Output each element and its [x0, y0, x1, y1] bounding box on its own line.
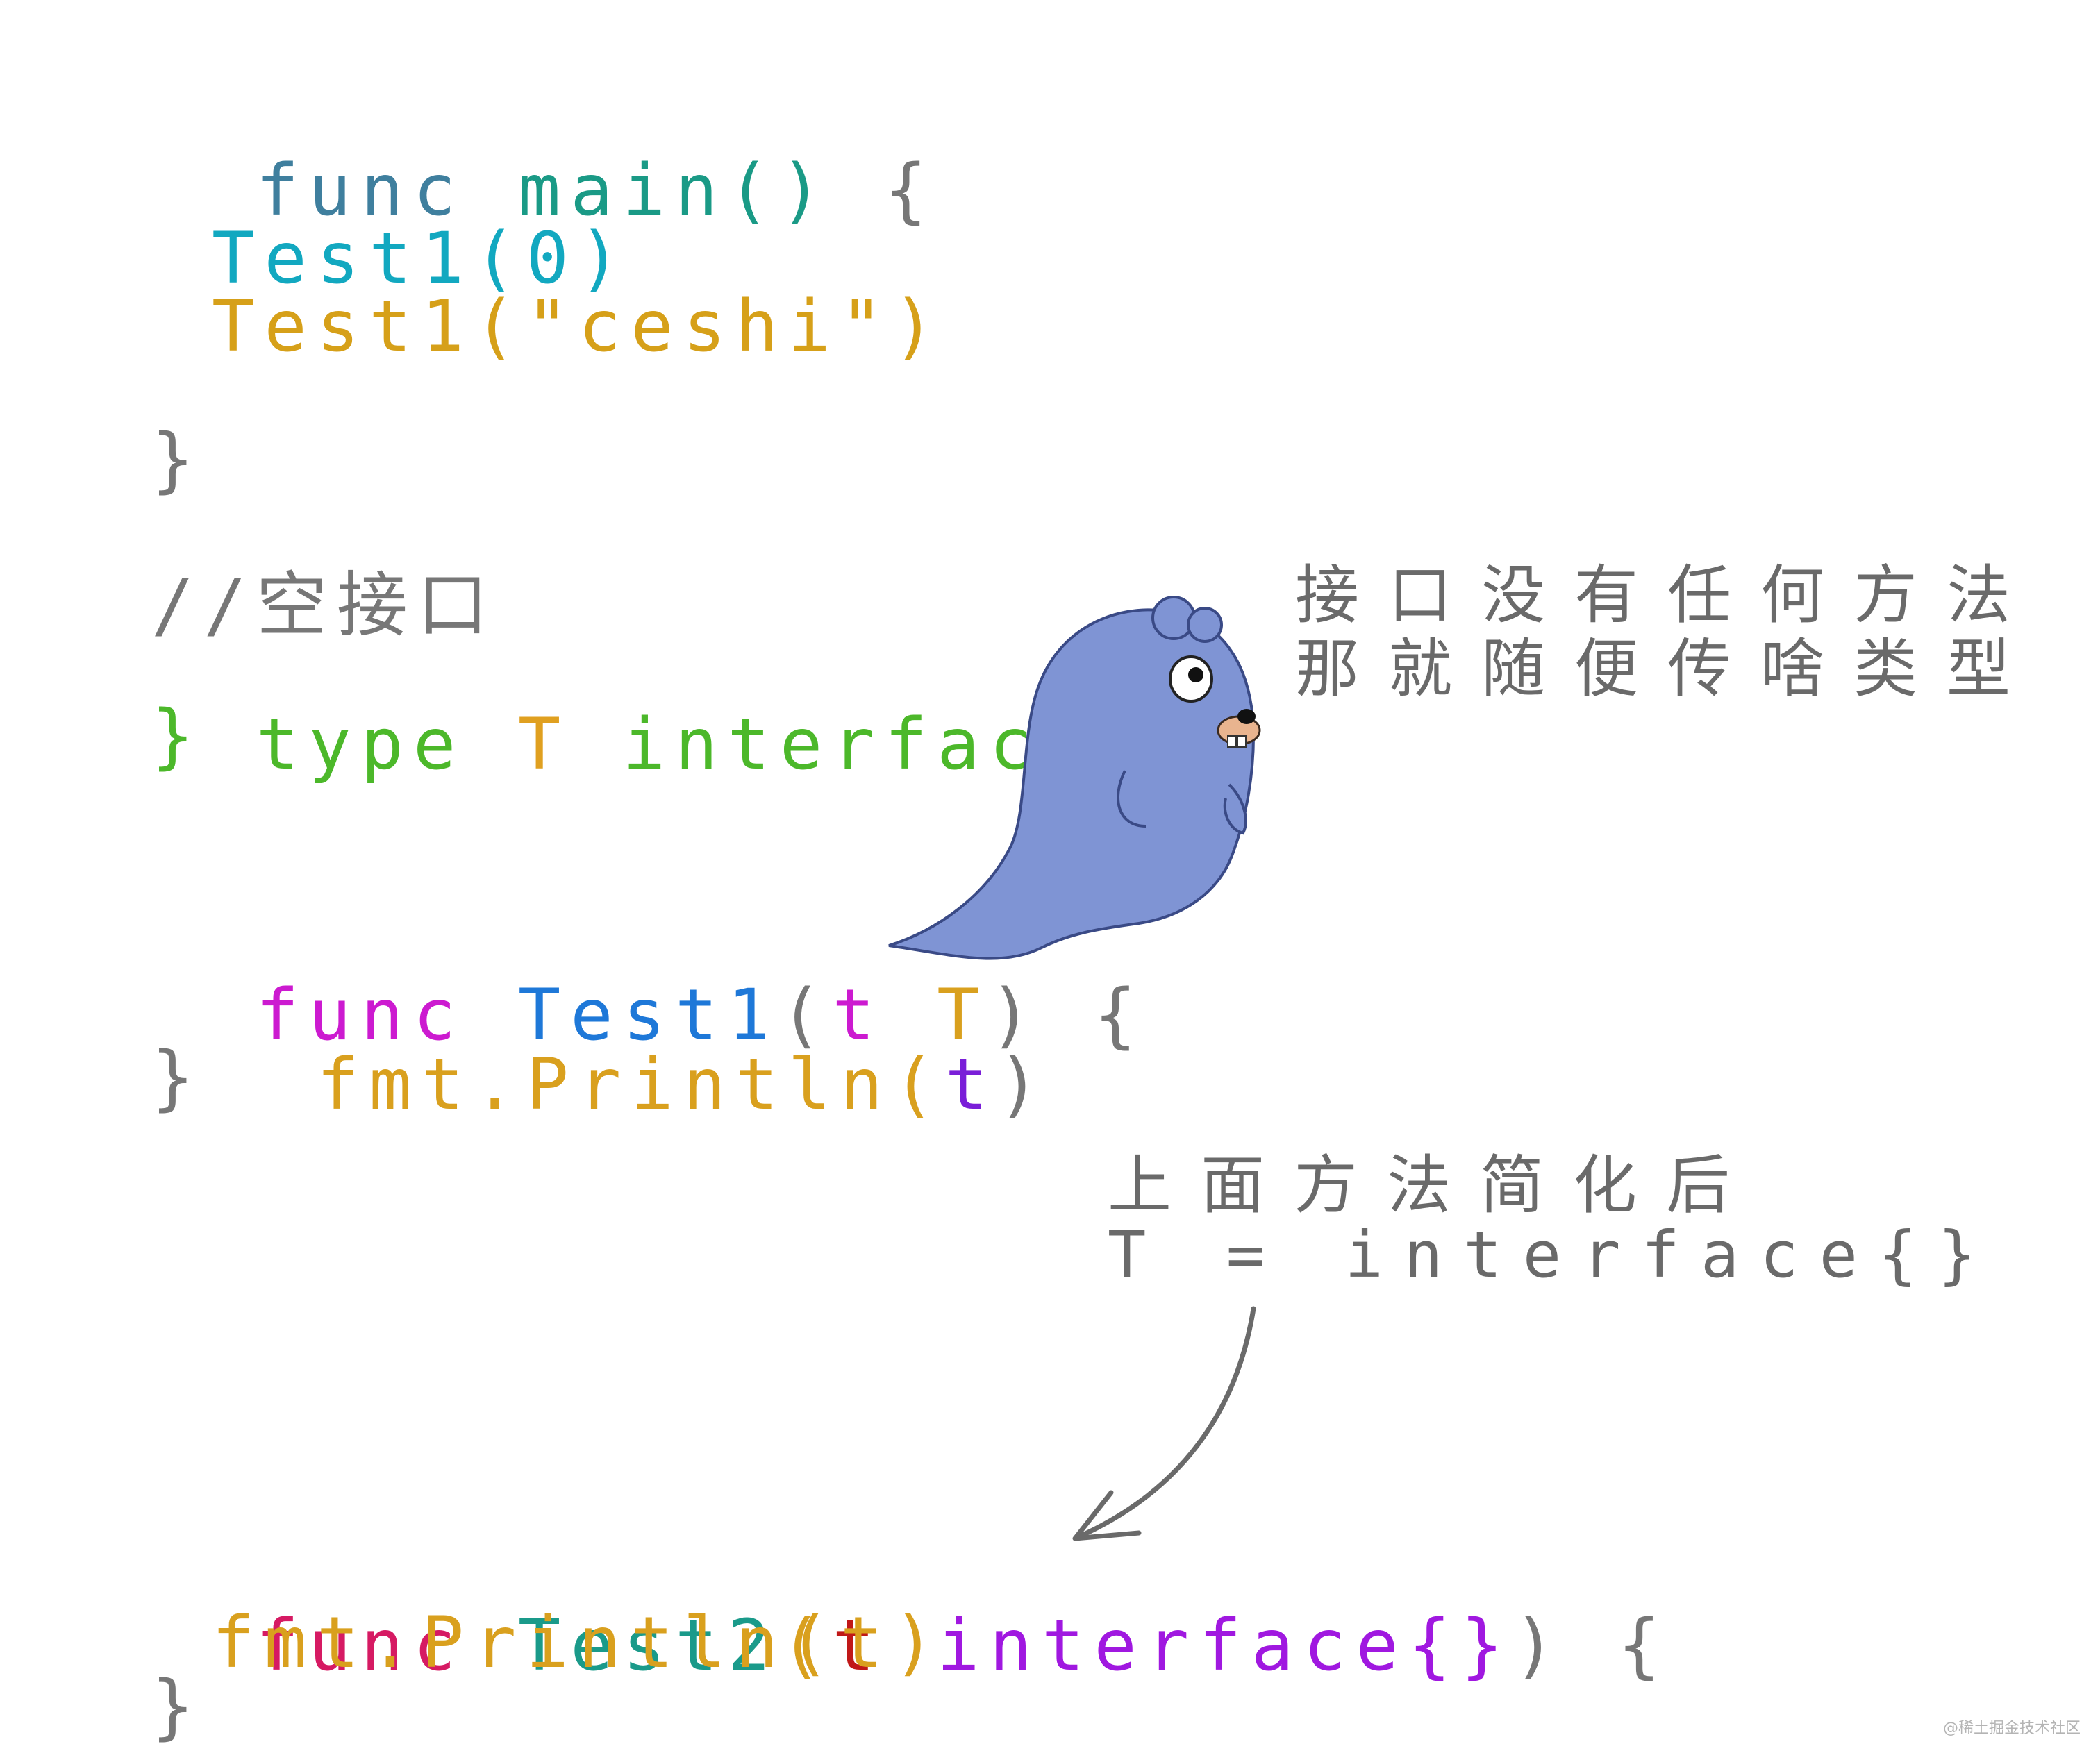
param-type: T [937, 974, 990, 1057]
keyword: func [256, 974, 518, 1057]
paren: ) [997, 1043, 1050, 1126]
main-close-brace: } [151, 419, 204, 501]
paren: ) [1512, 1604, 1618, 1687]
test2-close-brace: } [151, 1666, 204, 1748]
param: t [832, 1604, 938, 1687]
func-name: Test2 [517, 1604, 780, 1687]
param-type: interface{} [937, 1604, 1513, 1687]
gopher-mascot-icon [888, 596, 1261, 960]
simplify-note-line1: 上面方法简化后 [1108, 1148, 1760, 1223]
test2-func-line: func Test2(t interface{}) { [151, 1540, 1670, 1681]
paren: ) [989, 974, 1094, 1057]
type-close-brace: } [151, 695, 204, 778]
param: t [832, 974, 938, 1057]
call-test1-string: Test1("ceshi") [212, 285, 945, 368]
gopher-note-line1: 接口没有任何方法 [1295, 558, 2040, 632]
type-name: T [517, 703, 623, 786]
simplify-note-line2: T = interface{} [1108, 1218, 1997, 1292]
main-func-line: func main() { [151, 85, 937, 226]
test2-body: fmt.Println(t) [212, 1602, 945, 1684]
func-name: main() [517, 149, 885, 232]
func-name: Test1 [517, 974, 780, 1057]
watermark: @稀土掘金技术社区 [1942, 1720, 2081, 1737]
gopher-note-line2: 那就随便传啥类型 [1295, 632, 2040, 706]
test1-func-line: func Test1(t T) { [151, 909, 1147, 1051]
call-test1-int: Test1(0) [212, 217, 631, 300]
paren: ( [779, 1604, 833, 1687]
brace: { [1094, 974, 1147, 1057]
test1-body: fmt.Println(t) [212, 979, 1050, 1121]
type-decl-line: type T interface { [151, 639, 1199, 780]
curved-arrow-icon [1072, 1306, 1256, 1541]
brace: { [1617, 1604, 1670, 1687]
paren: ( [779, 974, 833, 1057]
brace: { [884, 149, 938, 232]
println-call: fmt.Println( [316, 1043, 945, 1126]
empty-interface-comment: //空接口 [151, 564, 498, 647]
keyword: func [256, 149, 518, 232]
test1-close-brace: } [151, 1037, 204, 1119]
keyword: type [256, 703, 518, 786]
arg: t [944, 1043, 998, 1126]
keyword: func [256, 1604, 518, 1687]
